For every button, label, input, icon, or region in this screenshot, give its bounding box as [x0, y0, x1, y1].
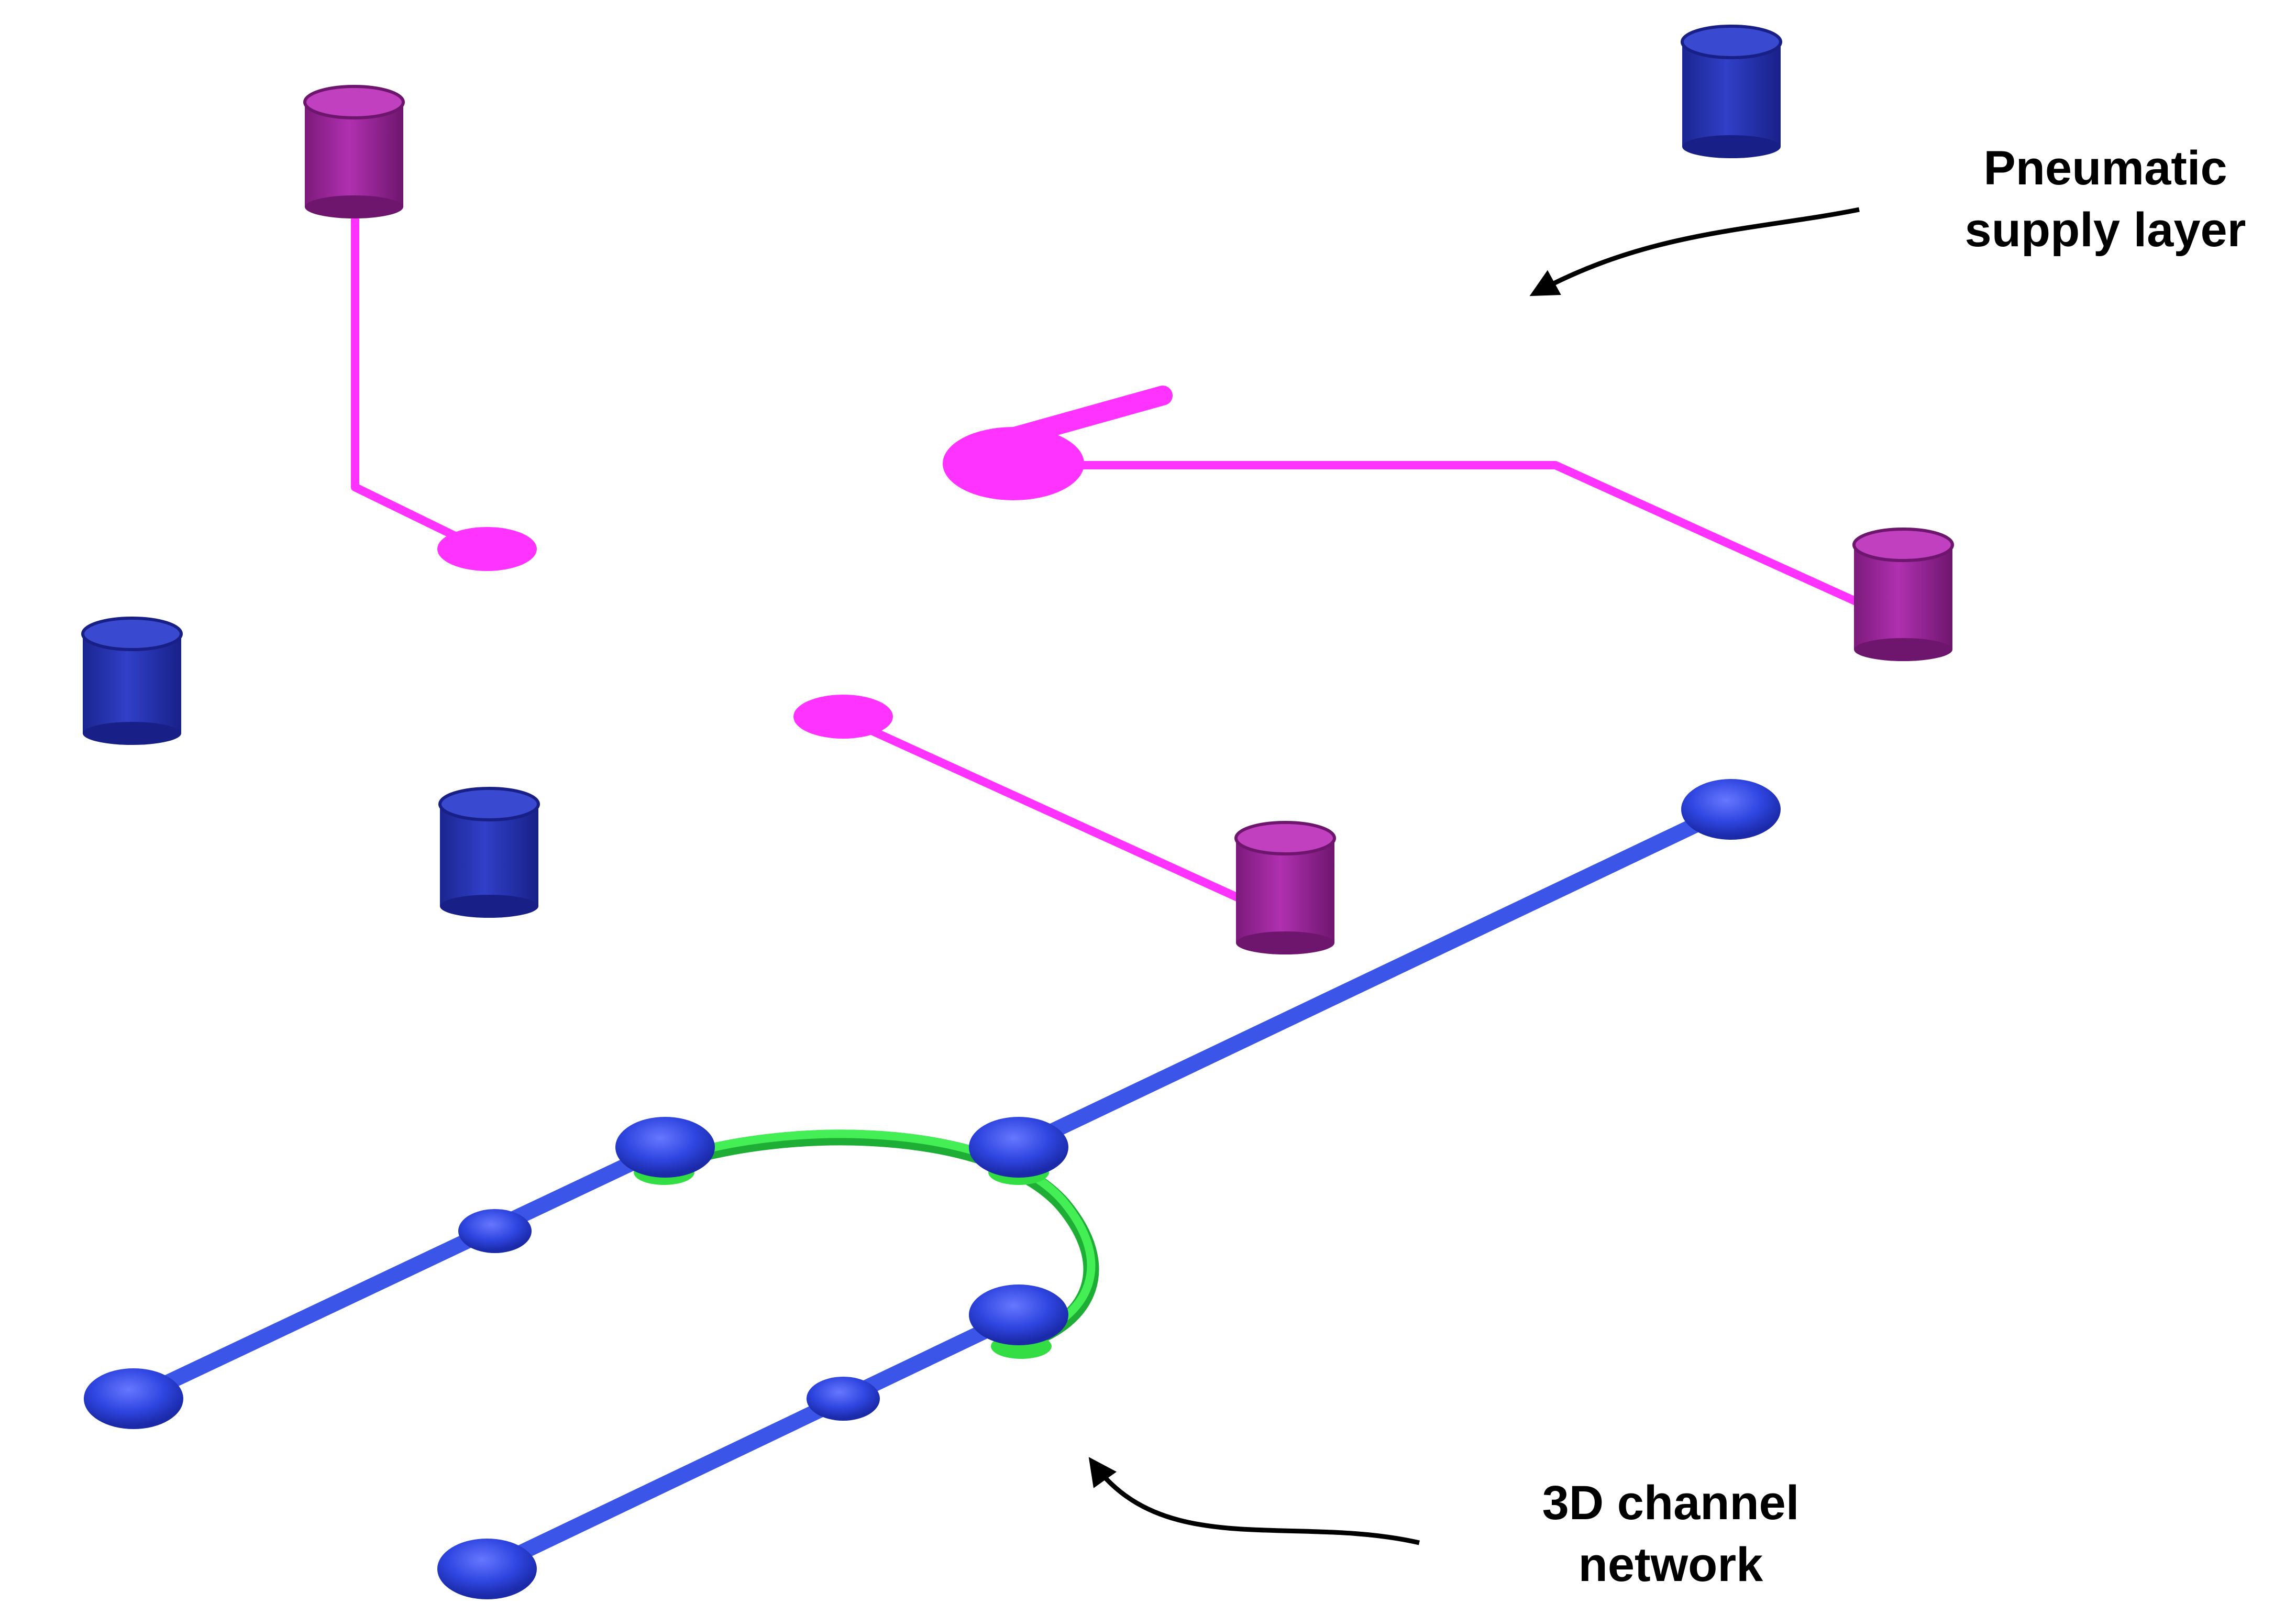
fluidic-port-top-right [1681, 25, 1782, 158]
pneumatic-valve-pad-3 [793, 695, 893, 739]
channel-node-junction-lower [969, 1284, 1068, 1345]
pneumatic-channel-2 [1026, 461, 1872, 612]
pneumatic-port-2 [1852, 528, 1954, 661]
channel-network-label: 3D channel network [1472, 1472, 1870, 1596]
pneumatic-label-line-1: Pneumatic [1983, 141, 2227, 195]
pneumatic-valve-pad-1 [437, 527, 537, 571]
channel-node-junction-right [969, 1117, 1068, 1178]
pneumatic-arrow [1529, 207, 1860, 297]
pneumatic-channel-1 [351, 207, 484, 553]
fluidic-port-left [81, 617, 183, 745]
pneumatic-label-line-2: supply layer [1964, 203, 2246, 257]
pneumatic-channel-3 [841, 713, 1259, 910]
pneumatic-layer [303, 85, 1954, 954]
channel-label-line-1: 3D channel [1542, 1476, 1800, 1530]
channel-node-mid-upper [458, 1209, 532, 1253]
channel-node-end-upper [84, 1368, 183, 1429]
fluidic-port-middle [438, 787, 540, 918]
fluidic-channel-lower [479, 1307, 1026, 1577]
pneumatic-valve-pad-2 [943, 427, 1084, 500]
channel-label-line-2: network [1578, 1538, 1763, 1591]
channel-node-far-right [1681, 779, 1781, 840]
fluidic-channel-upper [126, 1139, 673, 1407]
channel-node-junction-left [615, 1117, 715, 1178]
pneumatic-supply-layer-label: Pneumatic supply layer [1938, 137, 2273, 261]
pneumatic-port-1 [303, 85, 405, 218]
fluidic-channel-long [1011, 801, 1736, 1155]
channel-node-end-lower [437, 1539, 537, 1599]
pneumatic-port-3 [1234, 821, 1336, 954]
channel-node-mid-lower [807, 1377, 880, 1421]
fluidic-ports [81, 25, 1782, 918]
channel-arrow [1088, 1457, 1420, 1545]
channel-network [84, 779, 1781, 1599]
